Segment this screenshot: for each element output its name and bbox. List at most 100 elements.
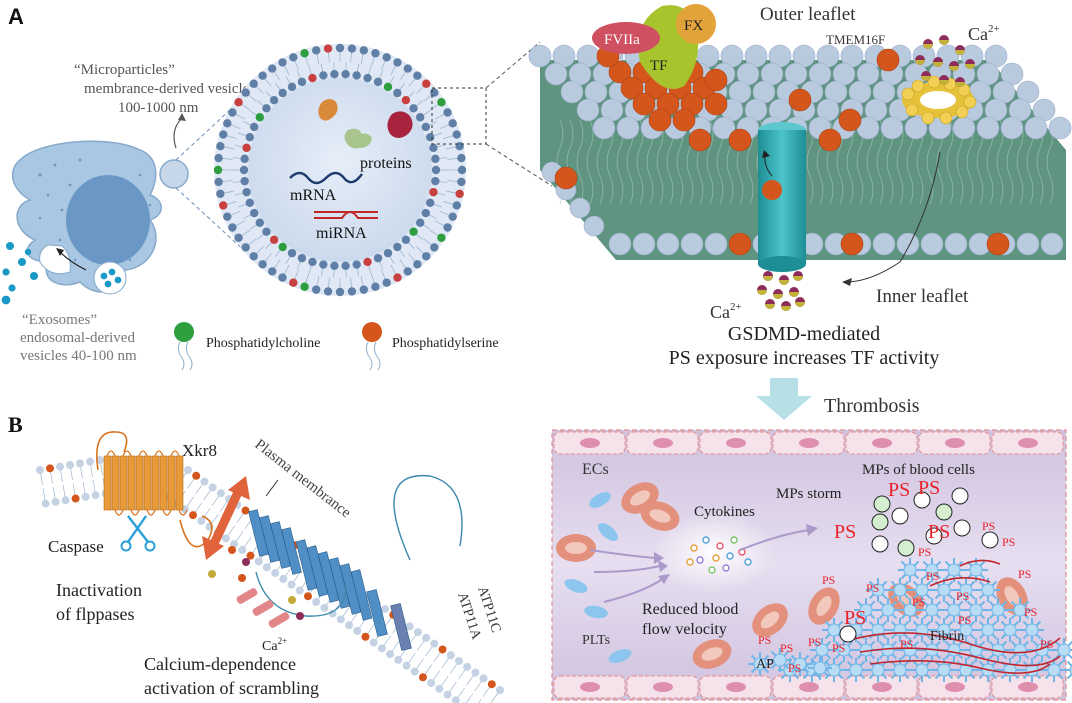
lipid-head (427, 679, 436, 688)
lipid-head (81, 492, 90, 501)
lipid-head (61, 496, 70, 505)
inner-leaflet-label: Inner leaflet (876, 286, 969, 307)
lipid-head (361, 632, 370, 641)
microparticle-storm (839, 487, 999, 643)
lipid-head (410, 667, 419, 676)
lipid-head (319, 71, 328, 80)
lipid-head (289, 278, 298, 287)
ps-head (704, 92, 728, 116)
lipid-head (413, 260, 422, 269)
platelet (584, 605, 608, 619)
lipid-head (238, 545, 247, 554)
gsdmd-caption-line1: GSDMD-mediated (728, 323, 880, 345)
lipid-head (1000, 116, 1024, 140)
lipid-head (336, 615, 345, 624)
atp11-transporters (248, 509, 412, 651)
lipid-head (86, 457, 94, 466)
xkr8-label: Xkr8 (182, 441, 217, 460)
lipid-head (262, 104, 271, 113)
lipid-head (393, 242, 402, 252)
legend-ps: Phosphatidylserine (362, 322, 499, 371)
lipid-head (271, 569, 280, 578)
lipid-head (258, 260, 267, 269)
cytokine (712, 554, 720, 562)
cytokine (716, 542, 724, 550)
lipid-head (1040, 232, 1064, 256)
atp11-helix (390, 603, 412, 651)
lipid-head (680, 232, 704, 256)
lipid-head (297, 253, 307, 263)
lipid-head (426, 132, 435, 142)
inactivation-line2: of flppases (56, 604, 134, 624)
lipid-head (413, 628, 422, 637)
microparticle (925, 527, 943, 545)
ps-head (554, 166, 578, 190)
lipid-head (431, 165, 441, 175)
reduced-flow-line2: flow velocity (642, 621, 727, 638)
lipid-head (383, 248, 393, 258)
lipid-head (71, 494, 80, 503)
cytokine (744, 558, 752, 566)
lipid-head (189, 511, 198, 520)
ps-label: PS (928, 521, 950, 543)
microparticle (839, 625, 857, 643)
lipid-head (393, 58, 402, 67)
lipid-head (91, 491, 100, 500)
ps-label: PS (918, 477, 940, 499)
microparticle (913, 491, 931, 509)
lipid-head (46, 464, 54, 473)
endothelial-nucleus (1018, 438, 1038, 448)
lipid-head (287, 580, 296, 589)
lipid-head (341, 69, 350, 79)
lipid-head (66, 461, 74, 469)
lipid-head (421, 208, 430, 218)
lipid-head (278, 273, 287, 282)
ps-head (728, 232, 752, 256)
lipid-head (241, 88, 250, 97)
microparticles-size: 100-1000 nm (118, 100, 199, 116)
ps-label: PS (958, 613, 971, 627)
lipid-head (41, 499, 50, 508)
lipid-head (426, 198, 435, 208)
endothelial-nucleus (945, 682, 965, 692)
ps-label: PS (912, 595, 925, 609)
calcium-bottom-label: Ca2+ (710, 301, 742, 322)
lipid-head (255, 218, 264, 227)
lipid-head (405, 622, 414, 631)
lipid-head (320, 603, 329, 612)
lipid-head (262, 563, 271, 572)
flip-double-arrow (202, 476, 250, 560)
calcium-ions-top (915, 35, 975, 87)
lipid-head (341, 261, 350, 271)
endothelial-nucleus (580, 682, 600, 692)
lipid-head (608, 232, 632, 256)
lipid-head (213, 165, 223, 175)
lipid-head (463, 662, 472, 671)
lipid-head (632, 232, 656, 256)
lipid-head (363, 73, 372, 83)
lipid-head (335, 287, 345, 297)
lipid-head (214, 177, 223, 187)
platelet (564, 579, 588, 593)
nucleus (66, 175, 150, 265)
lipid-head (359, 46, 369, 55)
legend-pc: Phosphatidylcholine (174, 322, 320, 371)
endothelial-nucleus (872, 438, 892, 448)
lipid-head (323, 287, 333, 296)
protein-maroon (387, 111, 413, 138)
lipid-head (569, 197, 591, 219)
lipid-head (394, 655, 403, 664)
lipid-head (223, 119, 232, 128)
lipid-head (216, 141, 225, 151)
ps-flipping-lipids (208, 546, 304, 628)
lipid-head (373, 77, 383, 87)
lipid-head (323, 44, 333, 53)
lipid-head (448, 119, 457, 128)
lipid-head (435, 684, 444, 693)
exosomes-title: “Exosomes” (22, 312, 97, 328)
lipid-head (208, 483, 217, 492)
lipid-head (431, 154, 440, 164)
lipid-head (386, 650, 395, 659)
lipid-head (241, 243, 250, 252)
lipid-head (401, 235, 411, 245)
